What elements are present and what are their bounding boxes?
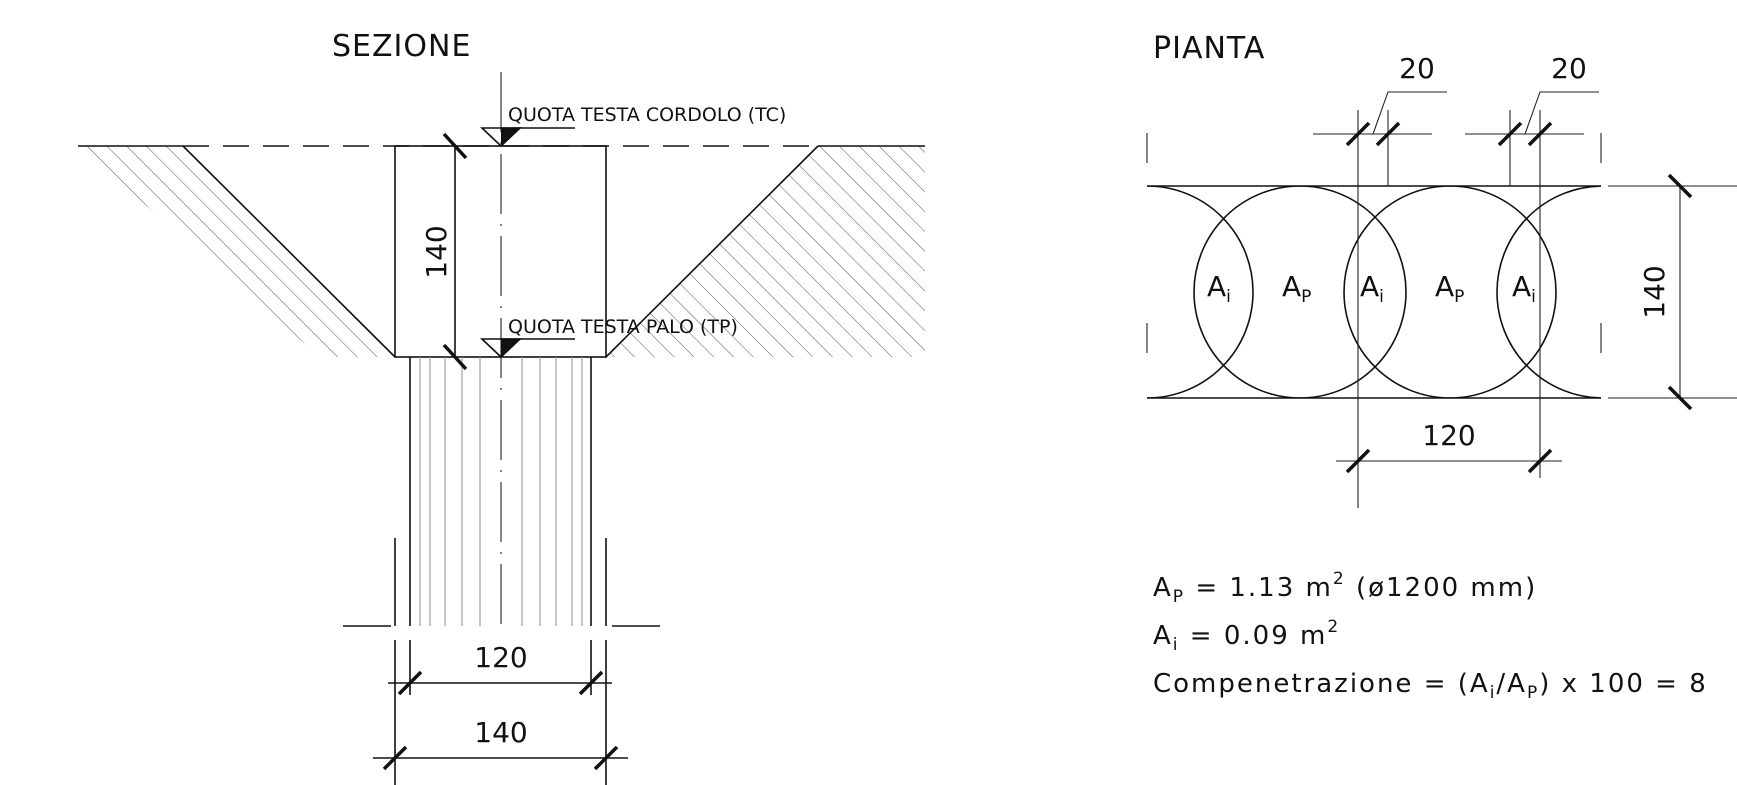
label-quota-testa-palo: QUOTA TESTA PALO (TP) (508, 316, 738, 338)
plan-dim-height (1608, 173, 1737, 411)
tc-elevation-marker (479, 127, 575, 148)
plan-dim-overlap-right-label: 20 (1551, 52, 1587, 85)
plan-dim-overlap-left-label: 20 (1399, 52, 1435, 85)
slope-right (605, 145, 819, 358)
tp-elevation-marker (479, 338, 575, 359)
label-quota-testa-cordolo: QUOTA TESTA CORDOLO (TC) (508, 104, 786, 126)
section-dim-beam-width (373, 640, 628, 785)
pile-body (409, 357, 592, 626)
svg-text:AP: AP (1282, 270, 1311, 307)
section-dim-height (442, 132, 468, 371)
plan-view: PIANTA Ai AP Ai AP Ai (1146, 31, 1737, 508)
soil-hatch-left (78, 146, 395, 357)
slope-left (182, 145, 396, 358)
svg-text:Ai: Ai (1360, 270, 1384, 307)
formula-ai: Ai = 0.09 m2 (1153, 617, 1340, 655)
plan-dim-overlap-left (1313, 91, 1447, 508)
svg-text:AP: AP (1435, 270, 1464, 307)
plan-dim-overlap-right (1465, 91, 1599, 478)
plan-dim-spacing (1336, 448, 1562, 474)
section-dim-height-label: 140 (420, 225, 453, 278)
plan-piles (1147, 186, 1601, 398)
section-dim-beam-width-label: 140 (474, 716, 527, 749)
section-view: SEZIONE (78, 29, 925, 785)
plan-title: PIANTA (1153, 31, 1265, 66)
plan-area-labels: Ai AP Ai AP Ai (1207, 270, 1536, 307)
section-dim-pile-width-label: 120 (474, 641, 527, 674)
section-title: SEZIONE (332, 29, 471, 64)
svg-text:Ai: Ai (1512, 270, 1536, 307)
plan-dim-spacing-label: 120 (1422, 419, 1475, 452)
svg-text:Ai: Ai (1207, 270, 1231, 307)
formulas-block: AP = 1.13 m2 (ø1200 mm) Ai = 0.09 m2 Com… (1153, 569, 1708, 703)
formula-ap: AP = 1.13 m2 (ø1200 mm) (1153, 569, 1537, 607)
soil-hatch-right (606, 146, 925, 357)
plan-dim-height-label: 140 (1638, 265, 1671, 318)
formula-compenetrazione: Compenetrazione = (Ai/AP) x 100 = 8 (1153, 669, 1708, 703)
section-dim-pile-width (388, 640, 612, 696)
